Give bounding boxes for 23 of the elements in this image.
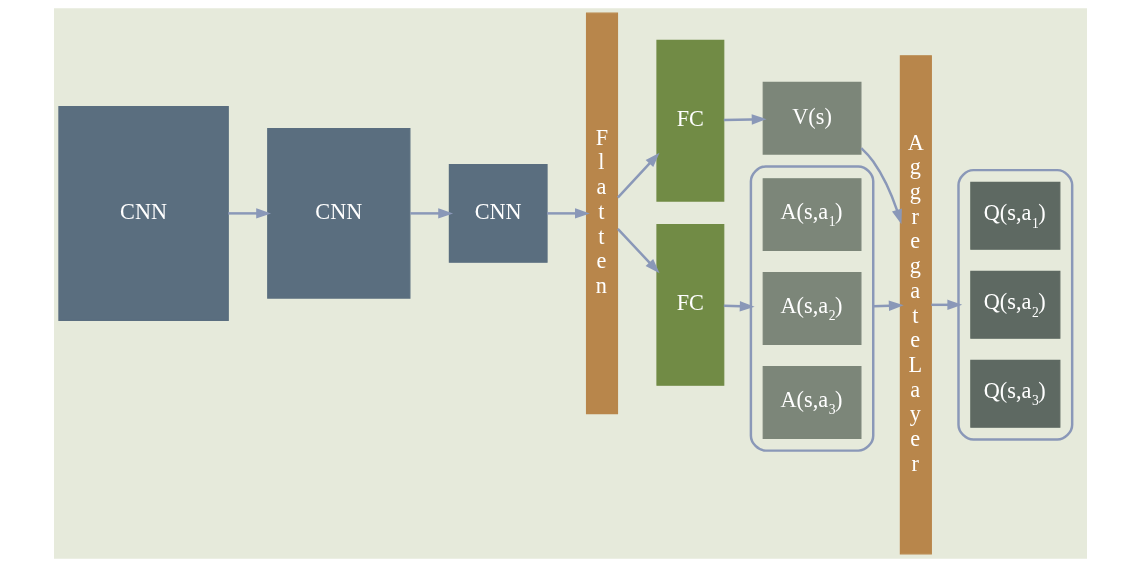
node-box: CNN [58,105,229,321]
node-box: FC [656,223,725,386]
node-box: V(s) [762,81,862,155]
node-box: Q(s,a$_{1}$) [970,181,1061,250]
node-box: Flatten [585,12,619,415]
arrow [723,114,767,125]
arrow [228,208,272,219]
node-box: AggregateLayer [899,55,932,555]
arrow [547,208,590,219]
cluster [957,168,1074,441]
node-box: A(s,a$_{2}$) [762,272,862,345]
cluster [749,165,875,452]
node-box: A(s,a$_{1}$) [762,178,862,252]
arrow [616,152,660,199]
node-box: FC [656,39,725,202]
arrow [860,147,902,225]
node-box: Q(s,a$_{2}$) [970,270,1061,339]
arrow [616,228,660,274]
node-box: A(s,a$_{3}$) [762,366,862,439]
node-box: CNN [448,163,548,263]
arrow [410,208,454,219]
node-box: Q(s,a$_{3}$) [970,359,1061,428]
node-box: CNN [267,128,411,299]
